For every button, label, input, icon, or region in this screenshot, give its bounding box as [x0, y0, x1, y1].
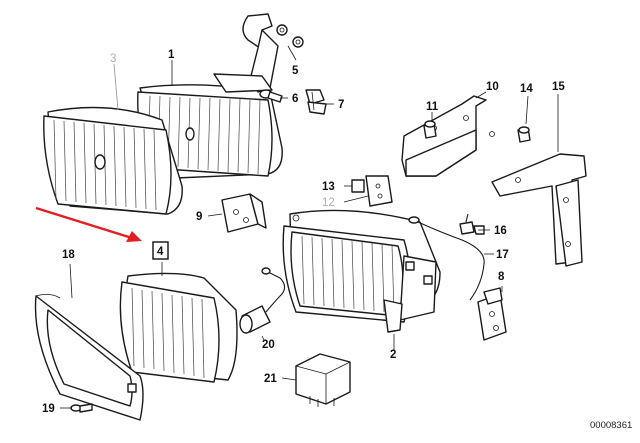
- bracket-9-part: [221, 193, 267, 233]
- fog-lens-4-part: [119, 272, 238, 383]
- callout-1: 1: [168, 49, 175, 61]
- callout-14: 14: [520, 83, 533, 95]
- callout-20: 20: [262, 339, 275, 351]
- bulb-20-part: [239, 267, 286, 334]
- bolt-14-part: [517, 126, 531, 143]
- clip-13-part: [351, 179, 365, 193]
- clip-7-part: [305, 89, 327, 115]
- callout-9: 9: [196, 211, 202, 223]
- callout-12: 12: [322, 197, 335, 209]
- relay-21-part: [295, 353, 351, 407]
- callout-19: 19: [42, 403, 55, 415]
- bracket-15-part: [491, 153, 587, 267]
- bolt-11-part: [423, 120, 437, 139]
- highlight-arrow: [35, 206, 142, 242]
- bracket-10-part: [401, 95, 495, 177]
- callout-6: 6: [292, 93, 298, 105]
- leader-lines: [60, 45, 559, 409]
- headlamp-3-part: [43, 106, 183, 215]
- callout-18: 18: [62, 249, 75, 261]
- callout-4-box: [152, 241, 169, 260]
- connector-16-part: [459, 213, 485, 235]
- mounting-bracket-5-part: [213, 13, 304, 93]
- wire-17-part: [408, 216, 485, 301]
- callout-15: 15: [552, 81, 565, 93]
- bolt-6-part: [259, 89, 283, 103]
- plate-12-part: [365, 175, 393, 207]
- callout-labels: 1 2 3 4 5 6 7 8 9 10 11 12 13 14 15 16 1…: [42, 49, 632, 431]
- callout-10: 10: [486, 81, 499, 93]
- callout-11: 11: [426, 101, 439, 113]
- callout-2: 2: [390, 349, 396, 361]
- fog-lamp-2-part: [282, 209, 441, 333]
- callout-21: 21: [264, 373, 277, 385]
- callout-3: 3: [110, 53, 116, 65]
- callout-5: 5: [292, 65, 299, 77]
- clip-8-part: [477, 287, 507, 341]
- callout-7: 7: [338, 99, 344, 111]
- callout-8: 8: [498, 271, 505, 283]
- callout-4: 4: [157, 246, 164, 258]
- callout-13: 13: [322, 181, 335, 193]
- callout-16: 16: [494, 225, 507, 237]
- screw-19-part: [70, 403, 93, 413]
- callout-17: 17: [496, 249, 509, 261]
- frame-18-part: [34, 294, 144, 421]
- drawing-code: 00008361: [590, 420, 632, 431]
